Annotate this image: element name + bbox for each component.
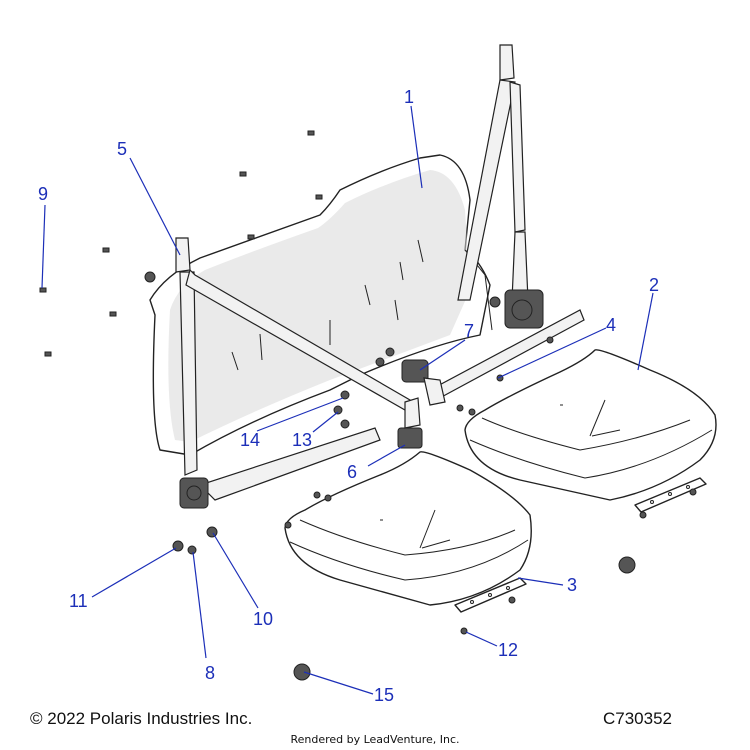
callout-11: 11 [69,591,88,611]
callout-15: 15 [374,685,394,705]
callout-14: 14 [240,430,260,450]
callout-2: 2 [649,275,659,295]
right-seat-belt [401,44,585,406]
right-seat-cushion [464,349,717,501]
seat-back [149,154,493,456]
callout-13: 13 [292,430,312,450]
callout-6: 6 [347,462,357,482]
callout-5: 5 [117,139,127,159]
left-seat-belt [175,237,423,509]
callout-7: 7 [464,321,474,341]
callout-3: 3 [567,575,577,595]
callout-1: 1 [404,87,414,107]
callout-9: 9 [38,184,48,204]
left-seat-cushion [284,451,532,606]
callout-12: 12 [498,640,518,660]
leader-lines [41,105,654,695]
callout-10: 10 [253,609,273,629]
copyright-notice: © 2022 Polaris Industries Inc. [30,709,253,728]
diagram-id: C730352 [603,709,673,728]
seat-bracket-front [454,577,527,613]
callout-8: 8 [205,663,215,683]
seat-bracket-rear [634,477,707,513]
rendered-by-credit: Rendered by LeadVenture, Inc. [290,733,460,746]
callout-4: 4 [606,315,616,335]
fasteners [39,130,697,681]
callout-labels: 1 2 3 4 5 6 7 8 9 10 11 12 13 14 15 [38,87,659,705]
